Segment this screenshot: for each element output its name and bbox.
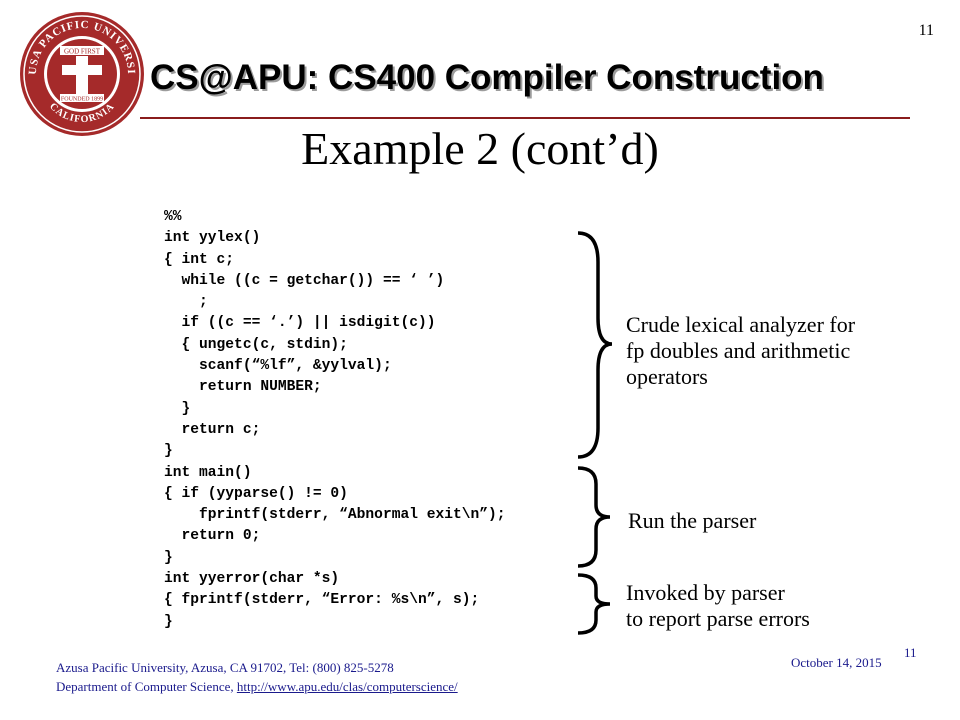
code-line: }	[164, 549, 173, 566]
code-line: int main()	[164, 464, 252, 481]
footer-page-number: 11	[904, 645, 917, 660]
code-line: int yyerror(char *s)	[164, 571, 340, 588]
code-line: { int c;	[164, 251, 235, 268]
code-line: ;	[164, 294, 208, 311]
course-title: CS@APU: CS400 Compiler Construction	[150, 58, 824, 97]
code-line: if ((c == ‘.’) || isdigit(c))	[164, 315, 436, 332]
annotation-line: operators	[626, 364, 708, 389]
footer-department: Department of Computer Science, http://w…	[56, 677, 458, 696]
brace-lexer	[577, 231, 613, 459]
code-line: scanf(“%lf”, &yylval);	[164, 358, 392, 375]
code-line: { fprintf(stderr, “Error: %s\n”, s);	[164, 592, 480, 609]
lexer-annotation: Crude lexical analyzer for fp doubles an…	[626, 312, 855, 390]
footer-department-label: Department of Computer Science,	[56, 679, 237, 694]
code-block: %% int yylex() { int c; while ((c = getcha…	[164, 207, 506, 633]
brace-errors	[577, 573, 611, 635]
annotation-line: Crude lexical analyzer for	[626, 312, 856, 337]
code-line: while ((c = getchar()) == ‘ ’)	[164, 272, 445, 289]
header-divider	[140, 117, 910, 119]
code-line: }	[164, 613, 173, 630]
code-line: }	[164, 443, 173, 460]
department-website-link[interactable]: http://www.apu.edu/clas/computerscience/	[236, 679, 458, 694]
slide-title: Example 2 (cont’d)	[301, 123, 659, 174]
code-line: { if (yyparse() != 0)	[164, 485, 348, 502]
annotation-line: to report parse errors	[626, 606, 810, 631]
error-annotation: Invoked by parser to report parse errors	[626, 580, 810, 632]
parser-annotation: Run the parser	[628, 508, 756, 534]
code-line: return 0;	[164, 528, 261, 545]
footer-date: October 14, 2015	[791, 655, 882, 670]
brace-parser	[577, 466, 611, 568]
code-line: %%	[164, 209, 182, 225]
annotation-line: fp doubles and arithmetic	[626, 338, 851, 363]
svg-text:FOUNDED 1899: FOUNDED 1899	[61, 97, 103, 103]
footer-info: Azusa Pacific University, Azusa, CA 9170…	[56, 658, 458, 696]
svg-text:GOD FIRST: GOD FIRST	[64, 48, 101, 56]
code-line: return c;	[164, 421, 261, 438]
code-line: return NUMBER;	[164, 379, 322, 396]
university-seal-logo: AZUSA PACIFIC UNIVERSITY CALIFORNIA GOD …	[18, 10, 144, 136]
annotation-line: Run the parser	[628, 508, 757, 533]
code-line: fprintf(stderr, “Abnormal exit\n”);	[164, 507, 506, 524]
code-line: { ungetc(c, stdin);	[164, 336, 348, 353]
footer-address: Azusa Pacific University, Azusa, CA 9170…	[56, 660, 394, 675]
top-page-number: 11	[918, 22, 934, 39]
code-line: }	[164, 400, 191, 417]
code-line: int yylex()	[164, 230, 261, 247]
annotation-line: Invoked by parser	[626, 580, 785, 605]
